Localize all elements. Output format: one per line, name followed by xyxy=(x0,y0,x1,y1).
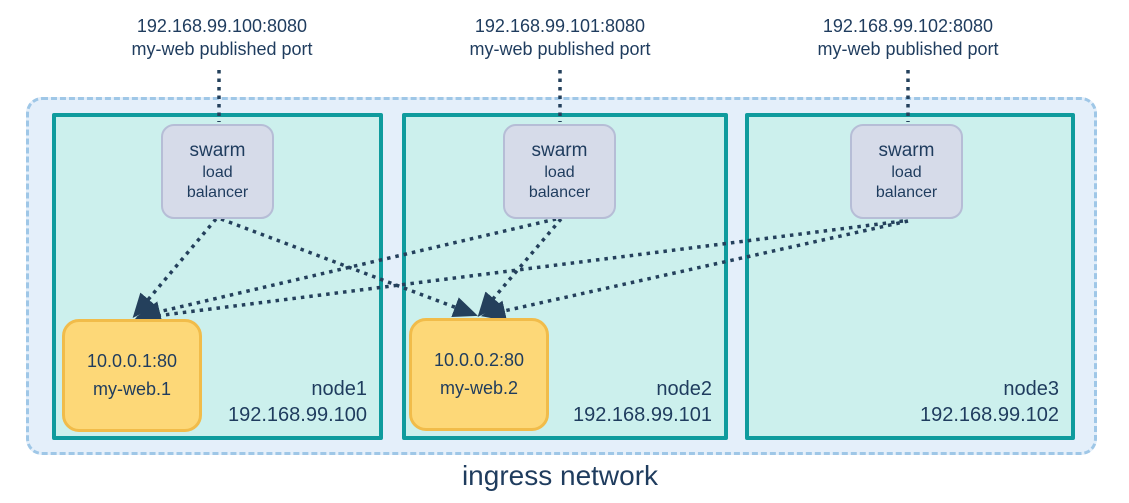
task-address: 10.0.0.1:80 xyxy=(86,350,178,371)
lb-text: balancer xyxy=(528,183,591,201)
lb-text: load xyxy=(891,163,922,181)
node-label: node2 192.168.99.101 xyxy=(573,376,712,428)
published-port-address: 192.168.99.102:8080 xyxy=(822,16,994,36)
lb-text: balancer xyxy=(186,183,249,201)
published-port-label-1: 192.168.99.100:8080 my-web published por… xyxy=(131,15,312,62)
task-name: my-web.1 xyxy=(92,378,172,399)
node-ip: 192.168.99.101 xyxy=(572,404,712,426)
published-port-label-3: 192.168.99.102:8080 my-web published por… xyxy=(817,15,998,62)
node-ip: 192.168.99.100 xyxy=(227,404,367,426)
node-ip: 192.168.99.102 xyxy=(919,404,1059,426)
load-balancer-node3: swarm load balancer xyxy=(850,124,963,219)
published-port-caption: my-web published port xyxy=(817,39,999,60)
ingress-network-label: ingress network xyxy=(461,460,659,491)
published-port-caption: my-web published port xyxy=(131,39,313,60)
lb-text: load xyxy=(544,163,575,181)
task-address: 10.0.0.2:80 xyxy=(433,349,525,370)
published-port-address: 192.168.99.100:8080 xyxy=(136,16,308,36)
task-name: my-web.2 xyxy=(439,377,519,398)
lb-text: swarm xyxy=(189,140,246,162)
node-label: node1 192.168.99.100 xyxy=(228,376,367,428)
task-box-myweb2: 10.0.0.2:80 my-web.2 xyxy=(409,318,549,431)
lb-text: balancer xyxy=(875,183,938,201)
published-port-address: 192.168.99.101:8080 xyxy=(474,16,646,36)
node-label: node3 192.168.99.102 xyxy=(920,376,1059,428)
node-name: node3 xyxy=(1003,378,1059,400)
published-port-caption: my-web published port xyxy=(469,39,651,60)
load-balancer-node1: swarm load balancer xyxy=(161,124,274,219)
node-name: node2 xyxy=(656,378,712,400)
lb-text: swarm xyxy=(531,140,588,162)
node-name: node1 xyxy=(311,378,367,400)
published-port-label-2: 192.168.99.101:8080 my-web published por… xyxy=(469,15,650,62)
lb-text: load xyxy=(202,163,233,181)
task-box-myweb1: 10.0.0.1:80 my-web.1 xyxy=(62,319,202,432)
load-balancer-node2: swarm load balancer xyxy=(503,124,616,219)
lb-text: swarm xyxy=(878,140,935,162)
